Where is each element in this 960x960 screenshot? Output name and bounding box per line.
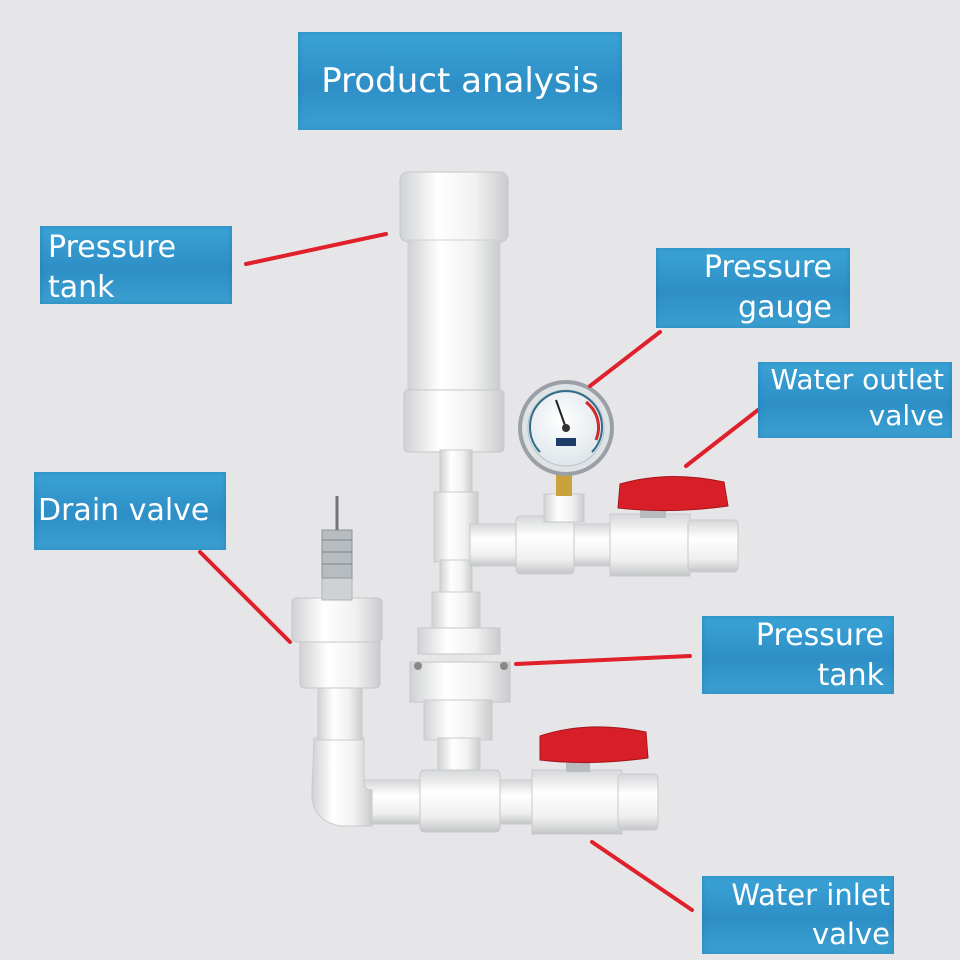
leader-pressure-tank-top [244,232,388,266]
label-line: Water outlet [770,363,944,396]
label-line: Pressure [755,618,884,653]
label-water-outlet-valve: Water outlet valve [758,362,952,438]
label-line: valve [812,917,890,951]
label-line: Water inlet [731,878,890,912]
label-line: Drain valve [38,493,210,528]
label-pressure-tank-top: Pressure tank [40,226,232,305]
bottom-pipe [349,769,659,835]
inlet-valve-handle [539,726,649,772]
leader-lines [198,232,760,912]
page-title: Product analysis [298,32,622,130]
outlet-valve-handle [617,475,729,518]
label-drain-valve: Drain valve [34,472,226,550]
leader-water-outlet-valve [684,408,760,468]
leader-water-inlet-valve [590,840,694,912]
pressure-gauge [518,380,614,496]
drain-valve-assembly [291,496,383,827]
leader-pressure-gauge [588,330,662,388]
label-line: Pressure [703,250,832,285]
label-pressure-tank-bottom: Pressure tank [702,616,894,694]
label-line: tank [817,658,884,693]
label-line: valve [868,399,944,432]
check-valve [409,627,511,779]
leader-drain-valve [198,550,292,644]
label-water-inlet-valve: Water inlet valve [702,876,894,954]
leader-pressure-tank-bottom [514,654,692,666]
label-line: gauge [738,290,832,325]
label-line: Pressure [48,230,177,265]
label-line: tank [48,270,115,305]
pressure-tank-top [399,171,509,453]
label-pressure-gauge: Pressure gauge [656,248,850,328]
page-title-text: Product analysis [321,61,599,101]
